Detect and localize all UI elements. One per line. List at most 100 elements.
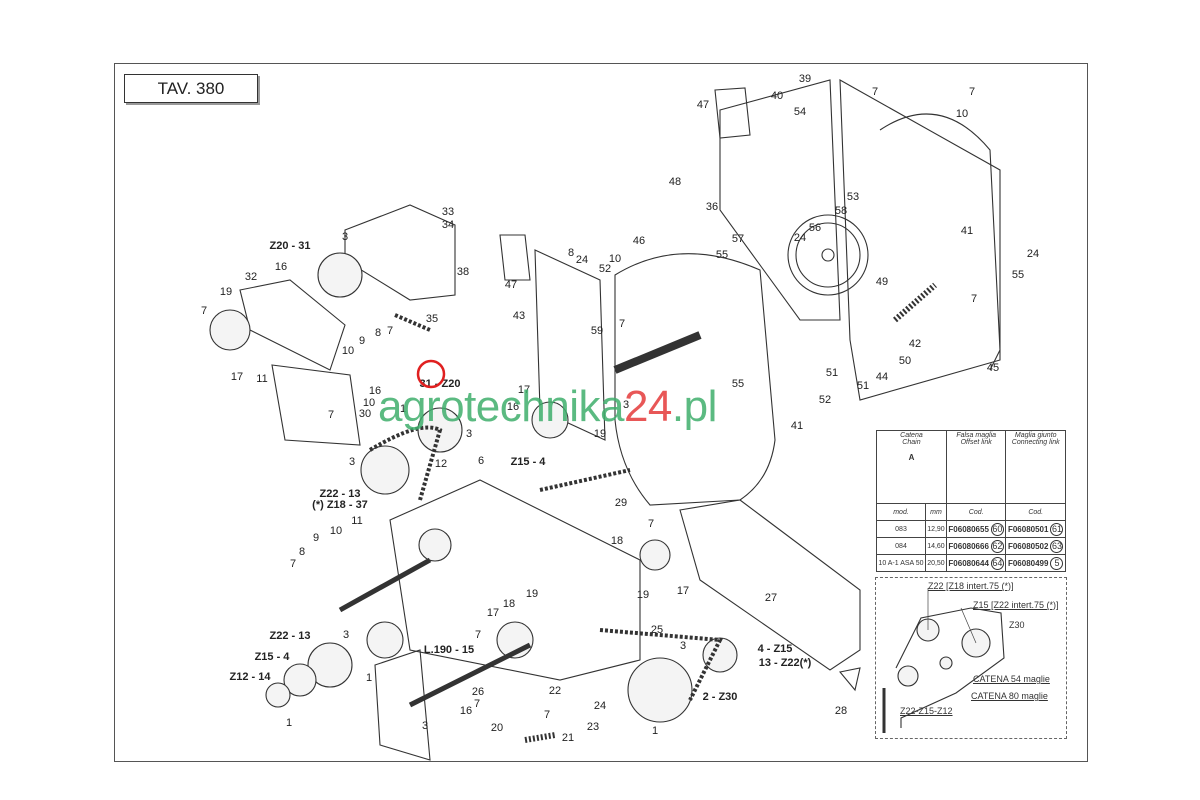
cover-38 — [344, 204, 456, 301]
callout-16: 16 — [507, 401, 519, 413]
callout-8: 8 — [299, 546, 305, 558]
callout-8: 8 — [568, 247, 574, 259]
callout-13-z22-: 13 - Z22(*) — [759, 657, 812, 669]
callout-22: 22 — [549, 685, 561, 697]
callout-54: 54 — [794, 106, 806, 118]
callout-46: 46 — [633, 235, 645, 247]
callout-50: 50 — [899, 355, 911, 367]
callout-16: 16 — [460, 705, 472, 717]
callout-17: 17 — [677, 585, 689, 597]
inset-label-z15: Z15 [Z22 intert.75 (*)] — [973, 600, 1059, 610]
callout-20: 20 — [491, 722, 503, 734]
chain-12 — [368, 425, 443, 501]
callout-51: 51 — [826, 367, 838, 379]
cover-guard — [879, 113, 1001, 371]
callout-z22-13: Z22 - 13 — [320, 488, 361, 500]
handle-47 — [499, 234, 531, 281]
chain-layout-inset: Z22 [Z18 intert.75 (*)] Z15 [Z22 intert.… — [875, 577, 1067, 739]
callout-4-z15: 4 - Z15 — [758, 643, 793, 655]
callout-11: 11 — [256, 373, 267, 385]
page-title: TAV. 380 — [124, 74, 258, 103]
callout-55: 55 — [716, 249, 728, 261]
side-plate — [839, 79, 1001, 401]
callout-35: 35 — [426, 313, 438, 325]
knob-28 — [838, 667, 861, 692]
callout-7: 7 — [872, 86, 878, 98]
callout-7: 7 — [648, 518, 654, 530]
callout-59: 59 — [591, 325, 603, 337]
sprocket-z15-right — [702, 637, 738, 673]
callout-16: 16 — [369, 385, 381, 397]
callout-7: 7 — [387, 325, 393, 337]
callout-9: 9 — [359, 335, 365, 347]
sprocket-z12 — [265, 682, 291, 708]
callout-38: 38 — [457, 266, 469, 278]
callout-19: 19 — [220, 286, 232, 298]
spring-21 — [524, 732, 556, 743]
callout-26: 26 — [472, 686, 484, 698]
callout-18: 18 — [611, 535, 623, 547]
handle-47-top — [714, 87, 751, 139]
callout-41: 41 — [961, 225, 973, 237]
callout-30: 30 — [359, 408, 371, 420]
callout-7: 7 — [290, 558, 296, 570]
callout-z15-4: Z15 - 4 — [255, 651, 291, 663]
callout-47: 47 — [697, 99, 709, 111]
guard-27 — [679, 499, 861, 671]
callout-z15-4: Z15 - 4 — [511, 456, 547, 468]
callout-1: 1 — [400, 403, 406, 415]
callout-12: 12 — [435, 458, 447, 470]
callout-z22-13: Z22 - 13 — [270, 630, 311, 642]
main-shaft — [613, 331, 702, 374]
sprocket-z22-lower — [307, 642, 353, 688]
callout-3: 3 — [422, 720, 428, 732]
bearing-17 — [209, 309, 251, 351]
callout-1: 1 — [286, 717, 292, 729]
callout-17: 17 — [231, 371, 243, 383]
callout-3: 3 — [623, 399, 629, 411]
mod-cell: 084 — [875, 537, 927, 555]
callout-z20-31: Z20 - 31 — [270, 240, 311, 252]
callout-7: 7 — [544, 709, 550, 721]
callout-56: 56 — [809, 222, 821, 234]
inset-label-catena54: CATENA 54 maglie — [973, 674, 1050, 684]
callout-45: 45 — [987, 362, 999, 374]
callout-l-190-15: L.190 - 15 — [424, 644, 474, 656]
sprocket-z22 — [360, 445, 410, 495]
mm-cell: 14,60 — [925, 537, 947, 555]
sprocket-z49 — [787, 214, 869, 296]
callout-21: 21 — [562, 732, 574, 744]
callout-11: 11 — [351, 515, 362, 527]
sprocket-z15 — [283, 663, 317, 697]
inset-label-z22: Z22 [Z18 intert.75 (*)] — [928, 581, 1014, 591]
callout-2-z30: 2 - Z30 — [703, 691, 738, 703]
callout-47: 47 — [505, 279, 517, 291]
callout-18: 18 — [503, 598, 515, 610]
shaft-15 — [408, 642, 532, 708]
callout-9: 9 — [313, 532, 319, 544]
chain-35 — [394, 313, 431, 332]
callout-25: 25 — [651, 624, 663, 636]
callout-33: 33 — [442, 206, 454, 218]
callout-10: 10 — [956, 108, 968, 120]
callout-7: 7 — [969, 86, 975, 98]
watermark: agrotechnika24.pl — [378, 382, 717, 431]
callout-10: 10 — [609, 253, 621, 265]
callout-24: 24 — [594, 700, 606, 712]
callout-19: 19 — [637, 589, 649, 601]
callout-19: 19 — [594, 428, 606, 440]
plate-43 — [534, 249, 606, 441]
inset-label-z30: Z30 — [1009, 620, 1025, 630]
callout-3: 3 — [342, 231, 348, 243]
callout-10: 10 — [342, 345, 354, 357]
callout-7: 7 — [619, 318, 625, 330]
